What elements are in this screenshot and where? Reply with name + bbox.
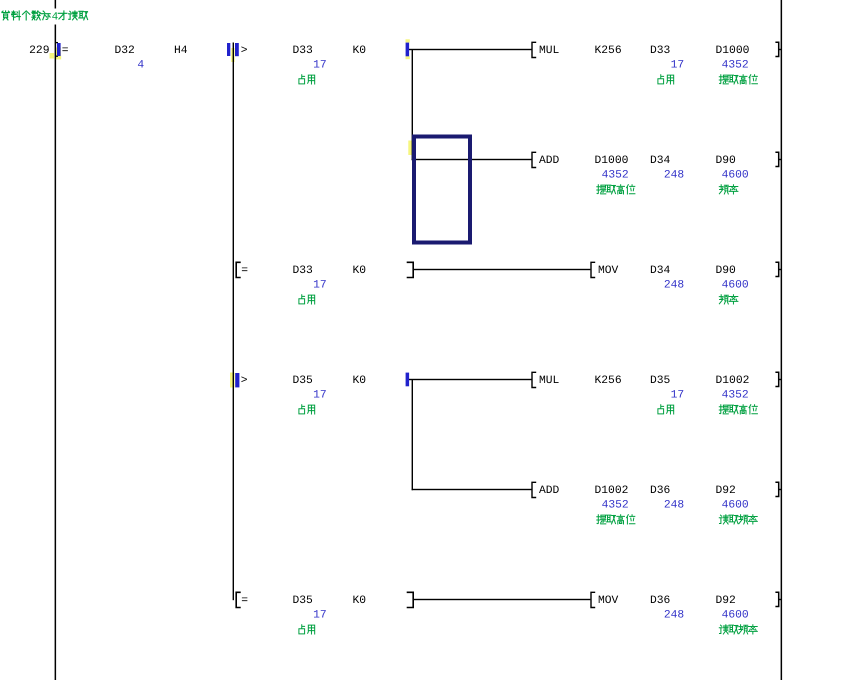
svg-text:=: =	[62, 45, 69, 57]
svg-text:>: >	[241, 45, 248, 57]
svg-text:>: >	[241, 375, 248, 387]
svg-text:248: 248	[664, 169, 685, 181]
svg-text:K256: K256	[595, 45, 622, 57]
svg-text:K0: K0	[353, 265, 367, 277]
svg-text:229: 229	[29, 45, 49, 57]
svg-text:H4: H4	[174, 45, 188, 57]
svg-text:D35: D35	[293, 595, 314, 607]
svg-text:D34: D34	[650, 155, 671, 167]
svg-text:D35: D35	[650, 375, 671, 387]
svg-text:ADD: ADD	[539, 155, 560, 167]
svg-text:17: 17	[313, 609, 327, 621]
svg-text:4600: 4600	[722, 279, 749, 291]
svg-text:K256: K256	[595, 375, 622, 387]
svg-text:D1002: D1002	[595, 485, 629, 497]
svg-text:17: 17	[313, 389, 327, 401]
svg-text:D36: D36	[650, 595, 671, 607]
svg-text:4352: 4352	[722, 59, 749, 71]
svg-text:MUL: MUL	[539, 375, 560, 387]
svg-text:D33: D33	[293, 265, 314, 277]
svg-text:ADD: ADD	[539, 485, 560, 497]
svg-text:D92: D92	[716, 485, 736, 497]
svg-text:4600: 4600	[722, 169, 749, 181]
svg-text:4352: 4352	[602, 169, 629, 181]
svg-text:4352: 4352	[602, 499, 629, 511]
svg-text:248: 248	[664, 609, 685, 621]
svg-text:248: 248	[664, 279, 685, 291]
svg-text:4: 4	[52, 11, 59, 23]
svg-text:D35: D35	[293, 375, 314, 387]
svg-text:D1000: D1000	[716, 45, 750, 57]
svg-text:K0: K0	[353, 375, 367, 387]
svg-text:K0: K0	[353, 595, 367, 607]
svg-text:MOV: MOV	[598, 595, 619, 607]
svg-text:17: 17	[313, 59, 327, 71]
svg-text:D92: D92	[716, 595, 736, 607]
svg-text:D90: D90	[716, 155, 737, 167]
svg-text:4: 4	[137, 59, 144, 71]
svg-text:K0: K0	[353, 45, 367, 57]
svg-text:D33: D33	[293, 45, 314, 57]
svg-text:17: 17	[313, 279, 327, 291]
svg-text:17: 17	[671, 389, 685, 401]
svg-text:MOV: MOV	[598, 265, 619, 277]
svg-text:D90: D90	[716, 265, 737, 277]
svg-text:D32: D32	[115, 45, 135, 57]
svg-text:D1000: D1000	[595, 155, 629, 167]
svg-text:=: =	[241, 265, 248, 277]
svg-text:D33: D33	[650, 45, 671, 57]
svg-text:4600: 4600	[722, 609, 749, 621]
svg-text:4352: 4352	[722, 389, 749, 401]
svg-text:D36: D36	[650, 485, 671, 497]
svg-text:D1002: D1002	[716, 375, 750, 387]
svg-text:MUL: MUL	[539, 45, 560, 57]
svg-text:D34: D34	[650, 265, 671, 277]
svg-text:=: =	[241, 595, 248, 607]
svg-text:4600: 4600	[722, 499, 749, 511]
svg-text:248: 248	[664, 499, 685, 511]
svg-text:17: 17	[671, 59, 685, 71]
